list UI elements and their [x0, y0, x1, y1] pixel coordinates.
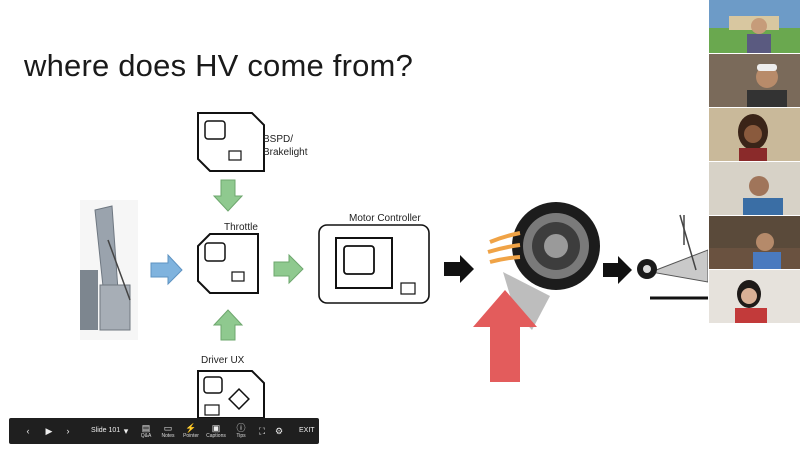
play-icon[interactable]: ▶: [45, 426, 53, 436]
captions-button[interactable]: ▣Captions: [206, 423, 226, 439]
green-arrow-down: [212, 179, 244, 212]
throttle-label: Throttle: [224, 222, 258, 233]
notes-icon: ▭: [163, 423, 173, 433]
participant-tile-4[interactable]: [709, 162, 800, 215]
red-arrow-up: [473, 290, 537, 382]
chat-icon: ▤: [141, 423, 151, 433]
motor-image: [487, 202, 600, 330]
participant-tile-1[interactable]: [709, 0, 800, 53]
black-arrow-1: [444, 255, 474, 283]
previous-slide-icon[interactable]: ‹: [26, 426, 30, 436]
blue-arrow-right: [150, 253, 183, 286]
driver-ux-board: [197, 370, 265, 419]
presentation-toolbar: ‹ ▶ › Slide 101 ▾ ▤Q&A ▭Notes ⚡Pointer ▣…: [9, 418, 319, 444]
qa-button[interactable]: ▤Q&A: [140, 423, 152, 439]
fullscreen-icon[interactable]: ⛶: [258, 426, 266, 436]
pedal-image: [80, 200, 138, 340]
notes-button[interactable]: ▭Notes: [161, 423, 175, 439]
participant-tile-6[interactable]: [709, 270, 800, 323]
motor-controller-label: Motor Controller: [349, 213, 421, 224]
hv-diagram: [80, 112, 708, 419]
pointer-button[interactable]: ⚡Pointer: [183, 423, 199, 439]
exit-button[interactable]: EXIT: [299, 427, 315, 434]
green-arrow-up: [212, 309, 244, 341]
bspd-label: BSPD/: [263, 134, 294, 145]
green-arrow-right: [273, 253, 304, 285]
next-slide-icon[interactable]: ›: [66, 426, 70, 436]
slide-number[interactable]: Slide 101: [91, 427, 121, 434]
captions-icon: ▣: [211, 423, 221, 433]
bspd-board: [197, 112, 265, 172]
brakelight-label: Brakelight: [263, 147, 308, 158]
slide-menu-chevron-icon[interactable]: ▾: [123, 426, 129, 436]
slide-title: where does HV come from?: [24, 48, 414, 83]
video-participant-strip: [708, 0, 800, 452]
participant-tile-5[interactable]: [709, 216, 800, 269]
driver-ux-label: Driver UX: [201, 355, 245, 366]
info-icon: ⓘ: [236, 423, 246, 433]
pointer-icon: ⚡: [185, 423, 197, 433]
settings-gear-icon[interactable]: ⚙: [274, 426, 284, 436]
slide: where does HV come from?: [9, 48, 708, 444]
car-sketch: [637, 214, 708, 300]
participant-tile-3[interactable]: [709, 108, 800, 161]
motor-controller-board: [318, 224, 430, 304]
participant-tile-2[interactable]: [709, 54, 800, 107]
throttle-board: [197, 233, 259, 294]
black-arrow-2: [603, 256, 632, 284]
